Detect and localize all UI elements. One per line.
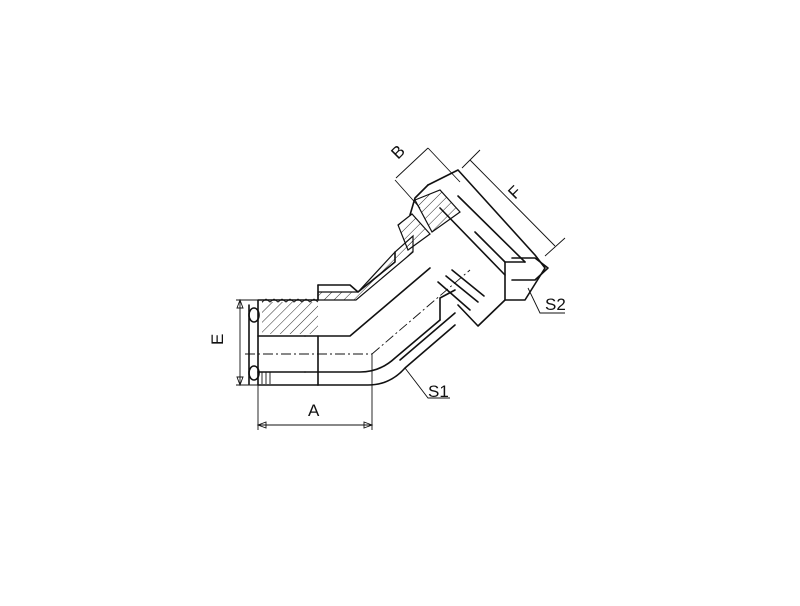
- label-s1: S1: [428, 382, 449, 401]
- male-thread-end: [248, 298, 319, 386]
- label-a: A: [308, 401, 320, 420]
- swivel-nut-end: [397, 169, 549, 327]
- label-f: F: [504, 182, 525, 203]
- dimension-lines: [236, 147, 566, 430]
- label-e: E: [208, 334, 227, 345]
- label-b: B: [387, 141, 408, 162]
- label-s2: S2: [545, 295, 566, 314]
